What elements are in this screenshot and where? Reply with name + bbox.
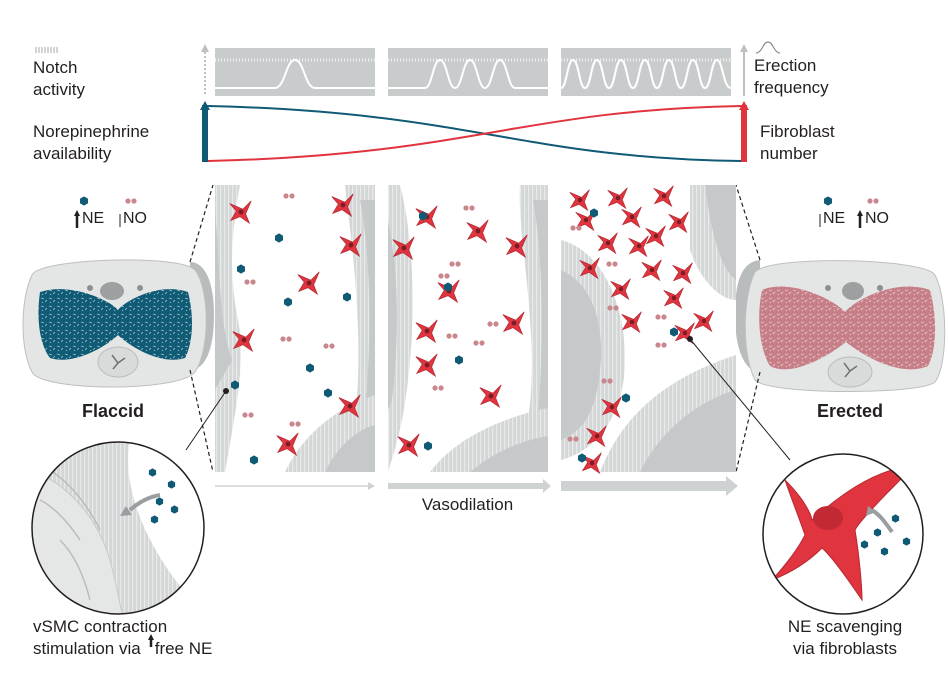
erected-label: Erected bbox=[816, 401, 884, 421]
ne-bar-arrow bbox=[200, 101, 210, 110]
notch-axis-arrow bbox=[201, 44, 209, 52]
vsmc-inset bbox=[31, 388, 229, 615]
ne-availability-bar bbox=[202, 105, 208, 162]
erection-wave-2 bbox=[388, 58, 548, 90]
zoom-lines bbox=[189, 184, 761, 473]
erected-corpora-cavernosa bbox=[759, 286, 936, 370]
tissue-panel-flaccid bbox=[215, 185, 375, 472]
erected-cross-section bbox=[735, 260, 946, 392]
tissue-panel-erected bbox=[561, 185, 736, 472]
vsmc-caption: vSMC contraction stimulation via free NE bbox=[33, 616, 212, 660]
fibroblast-bar-arrow bbox=[739, 101, 749, 110]
erection-wave-icon bbox=[755, 41, 781, 54]
fibroblast-number-line2: number bbox=[760, 144, 818, 163]
vsmc-caption-line2-text: stimulation via bbox=[33, 639, 141, 658]
legend-left-ne: NE bbox=[82, 210, 105, 227]
fibroblast-inset-border bbox=[762, 453, 924, 615]
progression-arrows bbox=[215, 476, 738, 496]
ne-availability-line2: availability bbox=[33, 144, 112, 163]
erection-frequency-label: Erection frequency bbox=[754, 55, 829, 99]
legend-left-icons bbox=[74, 196, 137, 228]
legend-left-no: NO bbox=[123, 210, 147, 227]
ne-scavenging-caption: NE scavenging via fibroblasts bbox=[770, 616, 920, 660]
legend-right-ne: NE bbox=[823, 210, 846, 227]
erection-axis-arrow bbox=[740, 44, 748, 52]
vsmc-caption-line2: stimulation via free NE bbox=[33, 638, 212, 660]
legend-right-no: NO bbox=[865, 210, 889, 227]
ne-scavenging-line1: NE scavenging bbox=[787, 617, 903, 636]
notch-activity-line1: Notch bbox=[33, 58, 78, 77]
legend-right-icons bbox=[819, 196, 879, 228]
notch-activity-label: Notch activity bbox=[33, 57, 85, 101]
fibroblast-number-line1: Fibroblast bbox=[760, 122, 835, 141]
ne-hexagon-icon bbox=[80, 196, 88, 206]
vsmc-caption-line1: vSMC contraction bbox=[33, 617, 168, 636]
fibroblast-number-label: Fibroblast number bbox=[760, 121, 835, 165]
notch-panel-3 bbox=[561, 48, 731, 96]
fibroblast-number-bar bbox=[741, 105, 747, 162]
flaccid-corpora-cavernosa bbox=[38, 289, 192, 360]
fibroblast-number-curve bbox=[207, 105, 742, 162]
erection-wave-1 bbox=[215, 58, 375, 89]
notch-band-icon bbox=[35, 47, 58, 53]
erection-wave-3 bbox=[560, 58, 732, 90]
erection-frequency-line1: Erection bbox=[754, 56, 817, 75]
ne-fibroblast-band bbox=[200, 101, 749, 162]
vasodilation-label: Vasodilation bbox=[421, 495, 514, 514]
no-dots-icon bbox=[125, 198, 137, 204]
erection-frequency-line2: frequency bbox=[754, 78, 829, 97]
vsmc-caption-free-ne: free NE bbox=[154, 639, 213, 658]
tissue-panel-intermediate bbox=[388, 185, 548, 472]
flaccid-label: Flaccid bbox=[81, 401, 145, 421]
flaccid-cross-section bbox=[22, 259, 214, 388]
ne-availability-curve bbox=[207, 105, 742, 162]
ne-scavenging-line2: via fibroblasts bbox=[793, 639, 897, 658]
ne-availability-line1: Norepinephrine bbox=[33, 122, 150, 141]
notch-activity-line2: activity bbox=[33, 80, 85, 99]
fibroblast-inset bbox=[687, 336, 924, 615]
ne-availability-label: Norepinephrine availability bbox=[33, 121, 149, 165]
vsmc-inset-border bbox=[31, 441, 205, 615]
flaccid-dorsal-vein bbox=[100, 282, 124, 300]
notch-activity-band bbox=[35, 41, 781, 96]
